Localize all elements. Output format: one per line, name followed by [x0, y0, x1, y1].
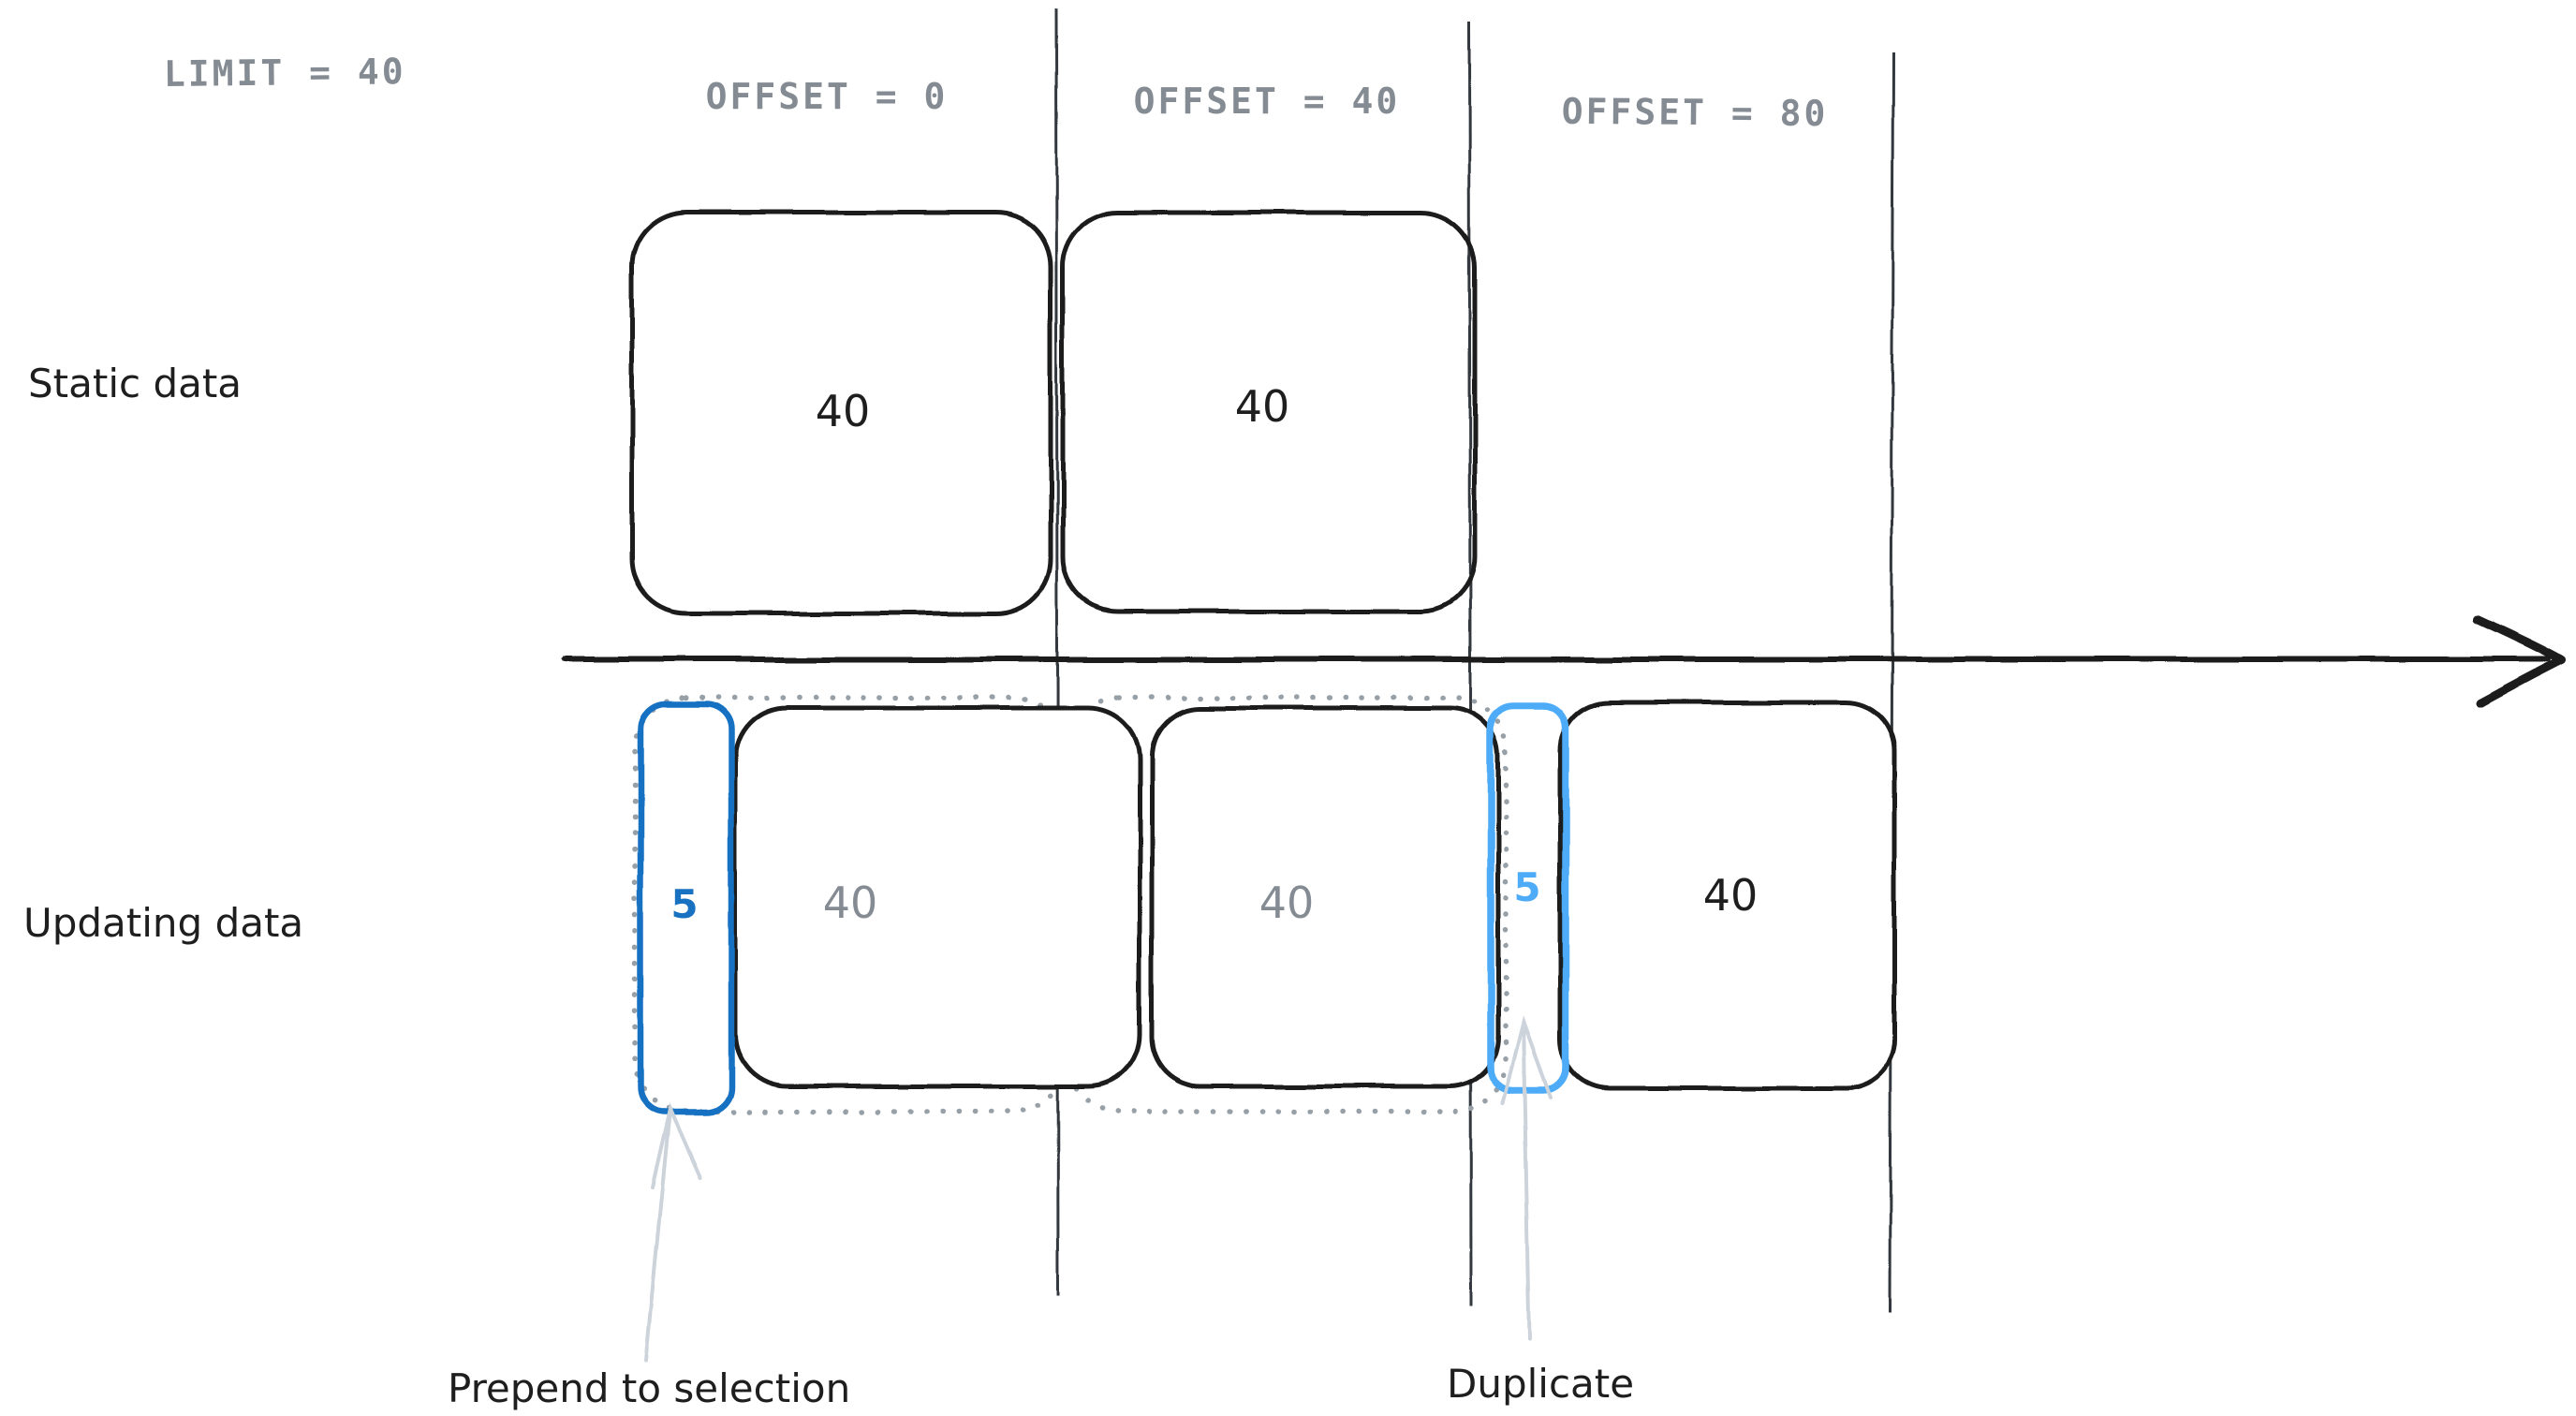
static-page-2-count: 40	[1235, 381, 1290, 432]
static-page-box-1	[629, 210, 1053, 616]
timeline-arrowhead-icon	[2473, 614, 2567, 708]
duplicate-annotation-arrowhead-icon	[1501, 1016, 1553, 1105]
column-divider-2	[1467, 22, 1473, 1307]
updating-page-box-1	[732, 705, 1142, 1089]
updating-page-box-2	[1149, 705, 1501, 1089]
offset-0-label: OFFSET = 0	[706, 76, 949, 117]
prepend-annotation-label: Prepend to selection	[448, 1365, 850, 1411]
duplicate-annotation-arrow-shaft	[1522, 1021, 1532, 1341]
updating-page-box-3	[1557, 700, 1897, 1091]
duplicate-items-box	[1487, 702, 1569, 1094]
static-page-box-2	[1060, 210, 1478, 614]
duplicate-count: 5	[1513, 864, 1540, 910]
offset-80-label: OFFSET = 80	[1562, 91, 1829, 134]
ghost-page-2-count: 40	[1259, 878, 1315, 928]
last-page-count: 40	[1703, 870, 1759, 921]
static-page-1-count: 40	[816, 386, 871, 436]
updating-data-row-label: Updating data	[23, 900, 303, 946]
static-data-row-label: Static data	[28, 361, 242, 406]
prepend-annotation-arrowhead-icon	[651, 1103, 702, 1189]
column-divider-3	[1888, 51, 1895, 1314]
prepended-count: 5	[670, 881, 698, 927]
prepended-items-box	[637, 701, 735, 1116]
prepend-annotation-arrow-shaft	[644, 1108, 672, 1362]
limit-label: LIMIT = 40	[164, 51, 406, 95]
duplicate-annotation-label: Duplicate	[1447, 1361, 1634, 1407]
offset-40-label: OFFSET = 40	[1134, 81, 1401, 122]
column-divider-1	[1054, 8, 1060, 1295]
ghost-page-1-count: 40	[823, 878, 878, 928]
